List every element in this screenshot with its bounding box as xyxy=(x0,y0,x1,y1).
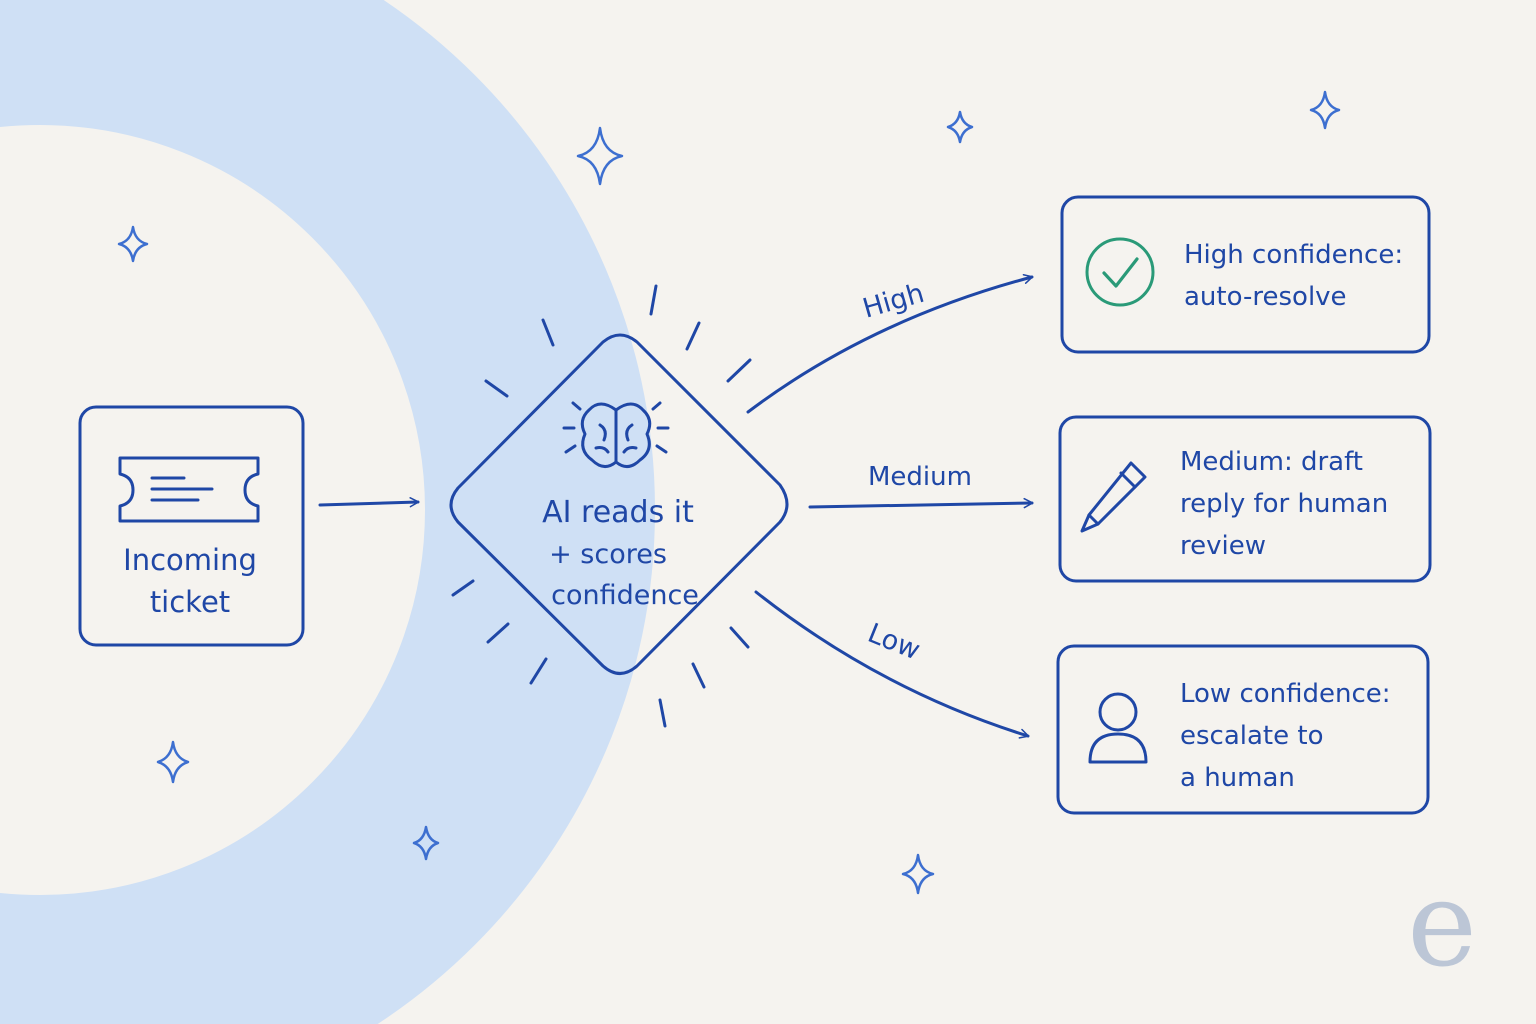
outcome-high-line2: auto-resolve xyxy=(1184,282,1347,312)
outcome-low-line1: Low confidence: xyxy=(1180,679,1391,709)
sparkle-icon xyxy=(946,110,974,144)
edge-label-low: Low xyxy=(863,618,924,667)
decision-line1: AI reads it xyxy=(542,495,694,530)
outcome-low-line2: escalate to xyxy=(1180,721,1323,751)
outcome-low-node: Low confidence: escalate to a human xyxy=(1056,644,1430,815)
outcome-high-node: High confidence: auto-resolve xyxy=(1060,195,1431,354)
outcome-low-line3: a human xyxy=(1180,763,1295,793)
outcome-medium-line3: review xyxy=(1180,531,1266,561)
input-label-line1: Incoming xyxy=(123,543,257,577)
ticket-icon xyxy=(118,456,260,523)
sparkle-icon xyxy=(901,853,935,895)
sparkle-icon xyxy=(117,225,149,263)
background-band xyxy=(0,0,655,1024)
arrow-medium xyxy=(808,497,1034,509)
decision-node: AI reads it + scores confidence xyxy=(449,284,789,728)
branch-arrows: High Medium Low xyxy=(746,273,1034,739)
sparkle-icon xyxy=(576,126,624,186)
pencil-icon xyxy=(1080,461,1147,533)
edge-label-high: High xyxy=(859,278,927,325)
watermark-logo: e xyxy=(1407,855,1477,993)
outcome-medium-node: Medium: draft reply for human review xyxy=(1058,415,1432,583)
sparkle-icon xyxy=(1309,90,1341,130)
brain-icon xyxy=(562,401,670,468)
edge-label-medium: Medium xyxy=(868,462,972,492)
check-circle-icon xyxy=(1085,237,1155,307)
sparkle-icon xyxy=(412,825,440,861)
arrow-to-decision xyxy=(318,497,420,508)
person-icon xyxy=(1088,692,1148,764)
decision-line3: confidence xyxy=(551,580,699,611)
decision-line2: + scores xyxy=(549,539,667,570)
input-label-line2: ticket xyxy=(150,585,230,619)
incoming-ticket-node: Incoming ticket xyxy=(78,405,305,647)
sparkles xyxy=(117,90,1341,895)
outcome-high-line1: High confidence: xyxy=(1184,240,1403,270)
arrow-high xyxy=(746,273,1034,414)
outcome-medium-line1: Medium: draft xyxy=(1180,447,1363,477)
burst-rays xyxy=(451,284,752,728)
arrow-low xyxy=(754,590,1030,739)
sparkle-icon xyxy=(156,740,190,784)
outcome-medium-line2: reply for human xyxy=(1180,489,1388,519)
